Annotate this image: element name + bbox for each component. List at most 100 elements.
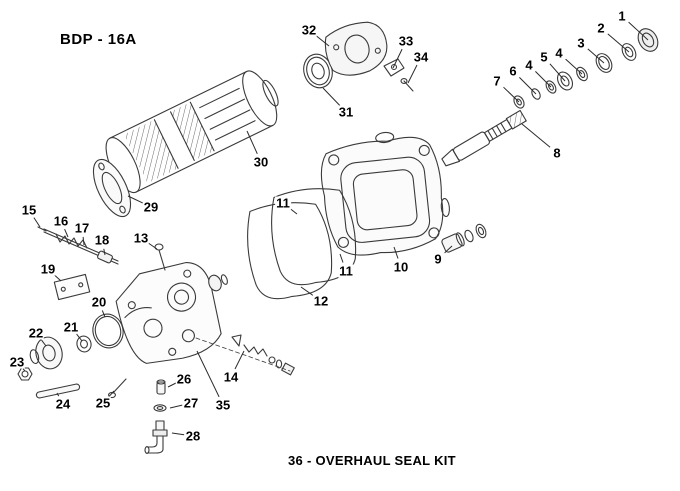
callout-label-4: 4 [524, 57, 534, 73]
callout-label-30: 30 [252, 154, 270, 170]
callout-label-3: 3 [576, 35, 586, 51]
callout-label-17: 17 [73, 220, 91, 236]
screw-34 [400, 78, 414, 92]
seal-carrier-plate [324, 21, 388, 76]
leader-line-29 [127, 195, 144, 204]
leader-line-22 [41, 339, 47, 347]
callout-label-28: 28 [184, 428, 202, 444]
callout-label-12: 12 [312, 293, 330, 309]
callout-label-34: 34 [412, 49, 430, 65]
callout-label-32: 32 [300, 22, 318, 38]
leader-line-34 [407, 64, 418, 84]
callout-label-13: 13 [132, 230, 150, 246]
leader-line-25 [108, 390, 115, 397]
cylinder-block [105, 70, 279, 194]
callout-label-23: 23 [8, 354, 26, 370]
leader-line-30 [246, 130, 258, 155]
assembly-axis-line [195, 337, 291, 372]
washer-27 [153, 404, 167, 412]
shaft-nut-7 [513, 95, 525, 109]
control-arm-24 [35, 383, 81, 399]
callout-label-7: 7 [492, 73, 502, 89]
diagram-title: BDP - 16A [60, 31, 137, 48]
bypass-valve-9 [441, 232, 465, 253]
bypass-ring-b [475, 223, 487, 239]
leader-line-3 [587, 48, 605, 64]
leader-line-4 [565, 58, 583, 75]
leader-line-10 [393, 246, 399, 259]
leader-line-27 [169, 404, 183, 409]
callout-label-2: 2 [596, 20, 606, 36]
callout-label-20: 20 [90, 294, 108, 310]
fitting-26 [156, 379, 166, 395]
bypass-ring-a [464, 229, 474, 243]
leader-line-14 [234, 350, 245, 370]
callout-label-9: 9 [433, 251, 443, 267]
callout-label-11: 11 [275, 195, 291, 211]
callout-label-5: 5 [539, 49, 549, 65]
callout-label-19: 19 [39, 261, 57, 277]
callout-label-8: 8 [552, 145, 562, 161]
callout-label-1: 1 [617, 8, 627, 24]
callout-label-16: 16 [52, 213, 70, 229]
callout-label-14: 14 [222, 369, 240, 385]
bearing-5 [556, 71, 574, 91]
leader-line-28 [171, 432, 185, 436]
leader-line-11 [289, 208, 298, 215]
callout-label-11: 11 [338, 263, 354, 279]
callout-label-35: 35 [214, 397, 232, 413]
trunnion-cover [29, 336, 63, 370]
end-cap [92, 158, 132, 218]
washer-21 [76, 335, 92, 353]
washer-4a [545, 80, 557, 94]
elbow-fitting-28 [144, 420, 168, 454]
leader-line-17 [82, 236, 85, 246]
callout-label-24: 24 [54, 396, 72, 412]
relief-valve-kit [231, 334, 295, 376]
washer-4b [576, 66, 588, 82]
callout-label-18: 18 [93, 232, 111, 248]
callout-label-31: 31 [337, 104, 355, 120]
leader-line-33 [392, 48, 403, 69]
leader-line-32 [315, 35, 330, 47]
callout-label-21: 21 [62, 319, 80, 335]
callout-label-25: 25 [94, 395, 112, 411]
leader-line-23 [22, 368, 26, 372]
leader-line-2 [607, 33, 630, 53]
washer-6 [531, 88, 541, 100]
leader-line-31 [322, 87, 341, 106]
callout-label-27: 27 [182, 395, 200, 411]
leader-line-16 [64, 229, 69, 238]
leader-line-12 [300, 286, 314, 297]
overhaul-seal-kit-note: 36 - OVERHAUL SEAL KIT [288, 453, 456, 468]
leader-line-19 [54, 274, 62, 282]
callout-label-33: 33 [397, 33, 415, 49]
leader-line-21 [76, 333, 83, 342]
leader-line-4 [535, 71, 552, 88]
leader-line-15 [33, 217, 41, 228]
leader-line-11 [339, 253, 344, 263]
leader-line-26 [167, 382, 177, 388]
input-shaft [441, 109, 527, 167]
leader-line-1 [628, 21, 649, 41]
gasket-12 [247, 202, 333, 300]
retaining-ring-3 [595, 53, 613, 73]
bolt-25 [108, 378, 127, 399]
leader-line-24 [56, 392, 60, 397]
leader-line-9 [444, 245, 453, 254]
leader-line-13 [148, 242, 158, 250]
callout-label-26: 26 [175, 371, 193, 387]
leader-line-18 [103, 248, 106, 256]
callout-label-6: 6 [508, 63, 518, 79]
pump-housing [320, 131, 450, 256]
washer-2 [621, 43, 637, 61]
leader-line-8 [521, 123, 551, 148]
bolt-13 [154, 243, 166, 271]
leader-line-35 [196, 350, 220, 398]
leader-line-7 [503, 86, 520, 103]
callout-label-4: 4 [554, 45, 564, 61]
leader-line-20 [101, 310, 106, 318]
